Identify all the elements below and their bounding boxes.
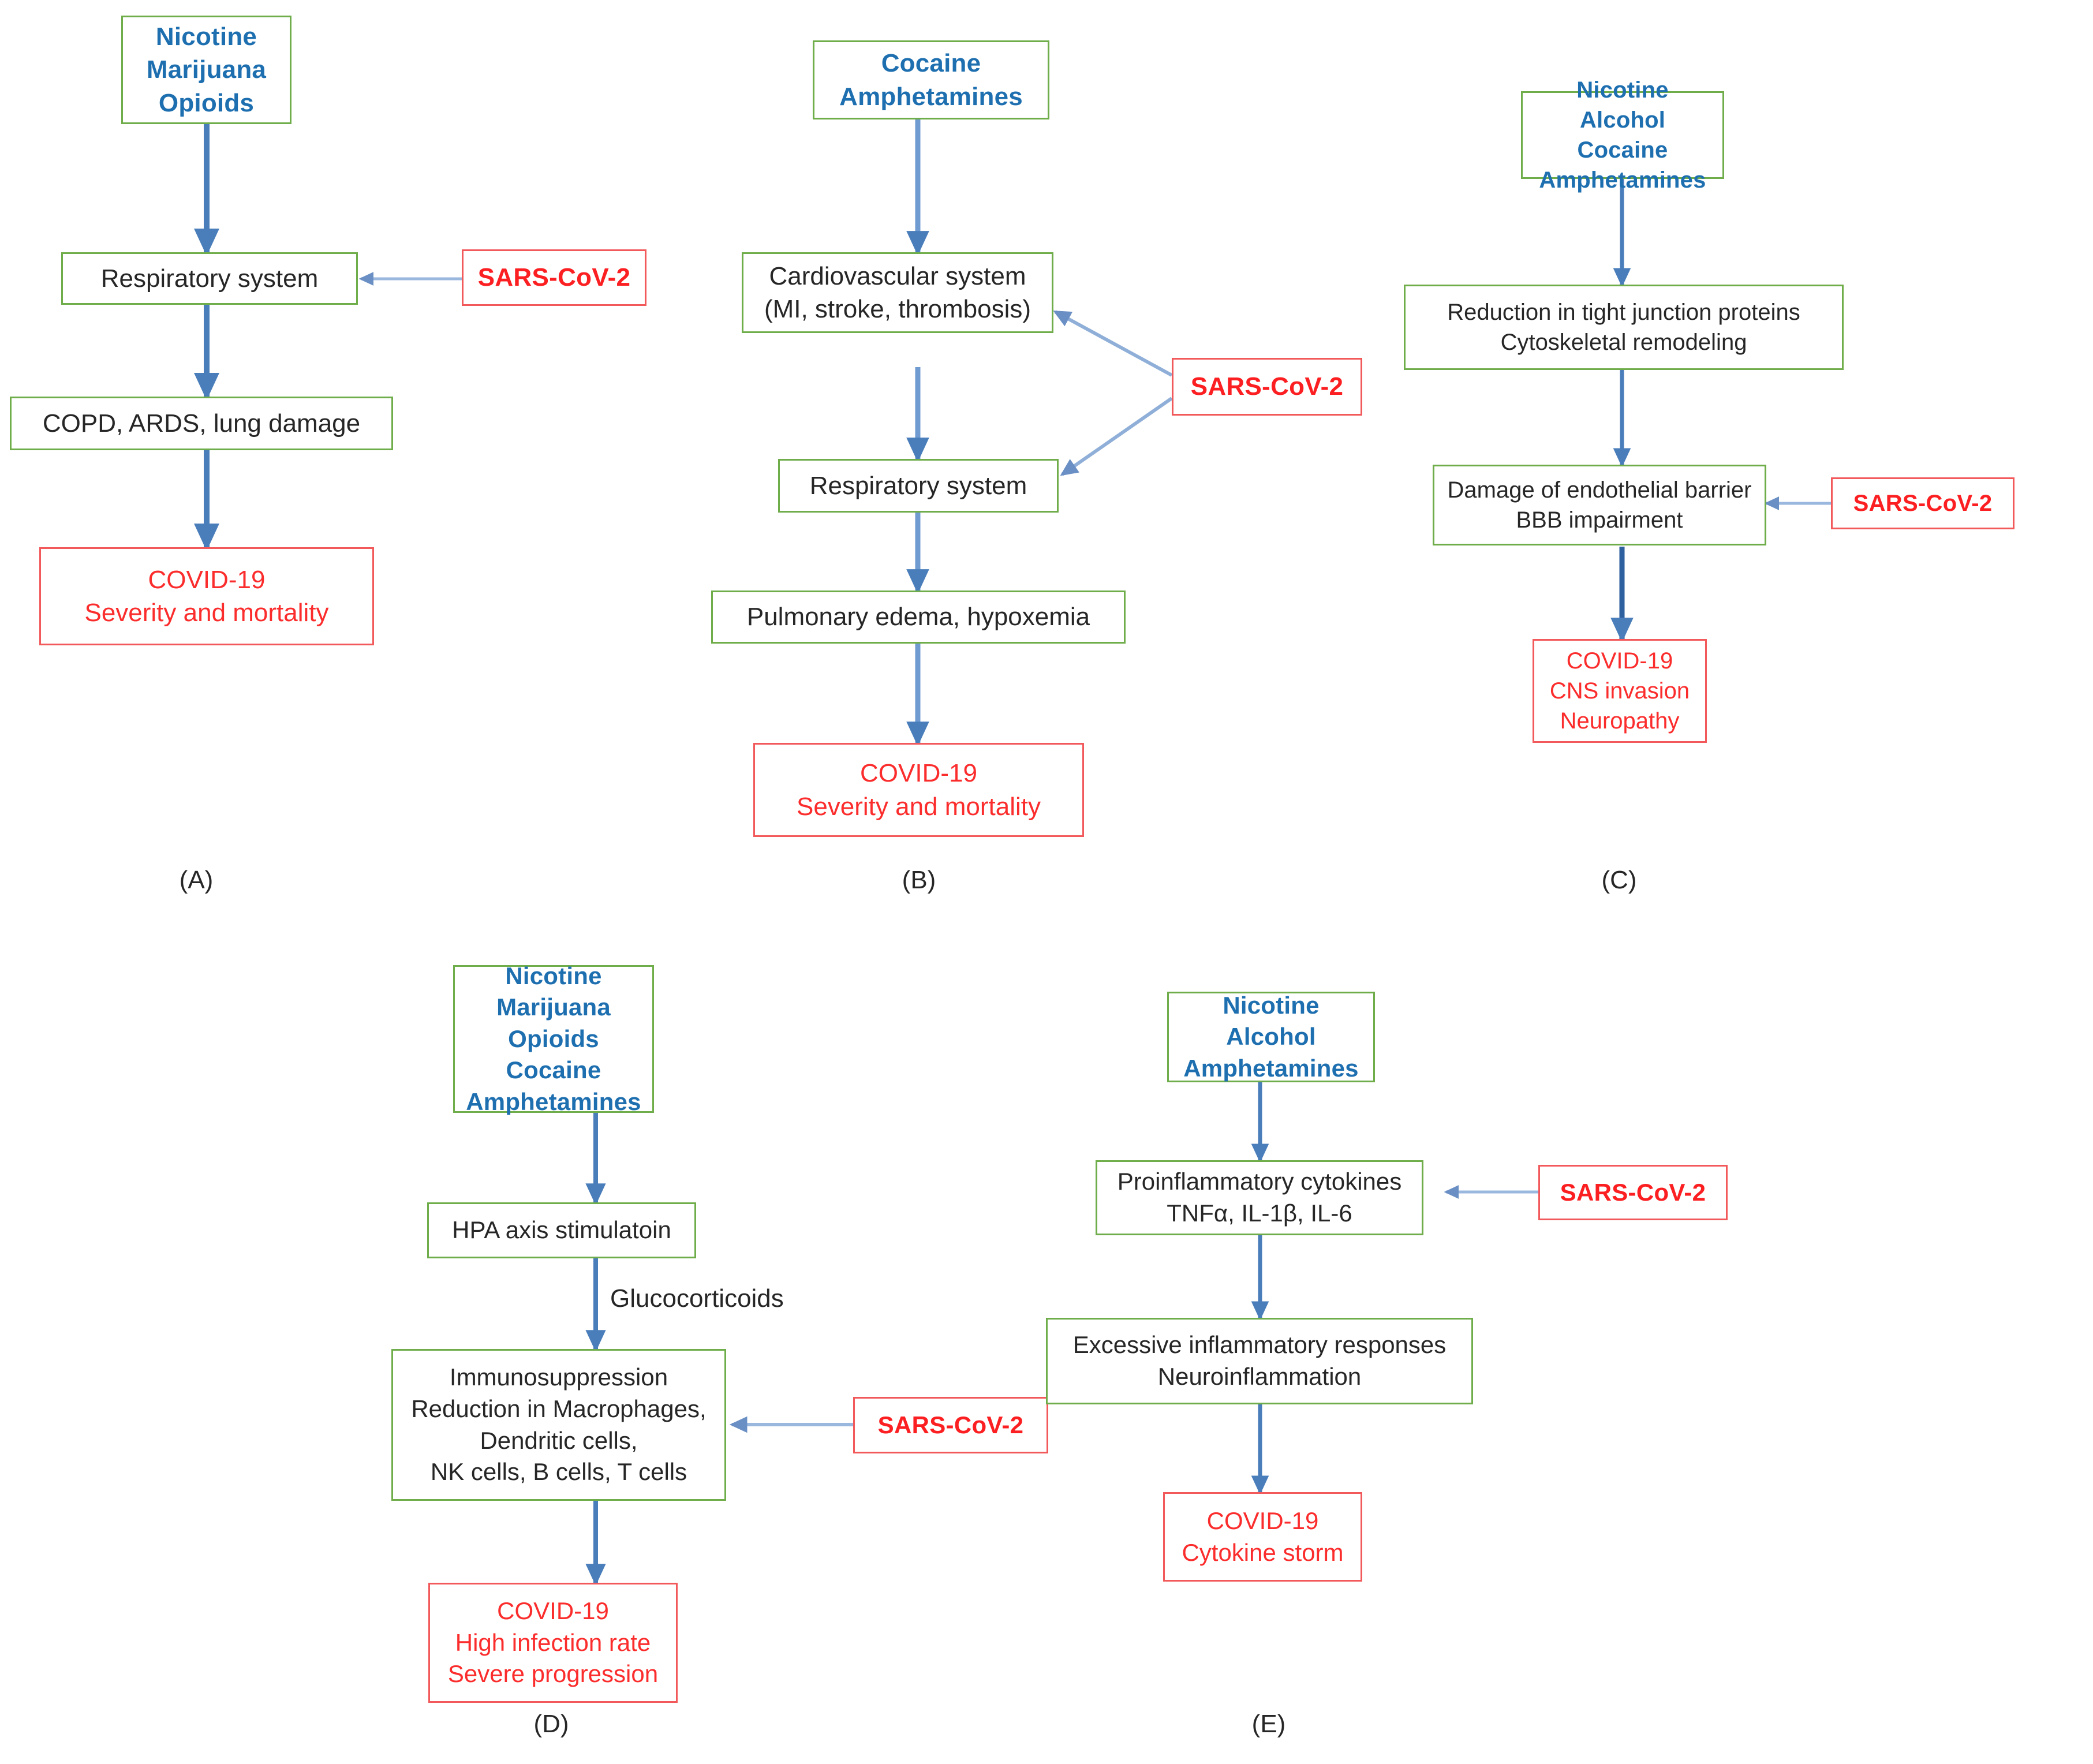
- panel-d-hpa-axis-box[interactable]: HPA axis stimulatoin: [427, 1202, 696, 1258]
- node-line: Neuroinflammation: [1157, 1363, 1362, 1390]
- panel-b-caption: (B): [902, 866, 936, 894]
- node-line: HPA axis stimulatoin: [452, 1216, 671, 1244]
- panel-b-virus-box[interactable]: SARS-CoV-2: [1172, 358, 1362, 416]
- panel-b-cardiovascular-box[interactable]: Cardiovascular system (MI, stroke, throm…: [742, 252, 1053, 333]
- node-line: SARS-CoV-2: [1560, 1178, 1706, 1206]
- panel-b-outcome-box[interactable]: COVID-19 Severity and mortality: [753, 743, 1084, 837]
- panel-e-virus-box[interactable]: SARS-CoV-2: [1538, 1165, 1728, 1220]
- node-line: Cytoskeletal remodeling: [1500, 330, 1747, 355]
- node-line: Excessive inflammatory responses: [1072, 1331, 1447, 1359]
- node-line: CNS invasion: [1549, 678, 1690, 704]
- node-line: COVID-19: [1206, 1507, 1319, 1534]
- arrow-b-virus-to-cardio: [1053, 310, 1173, 377]
- panel-c-virus-box[interactable]: SARS-CoV-2: [1831, 477, 2014, 529]
- panel-e-caption: (E): [1251, 1710, 1286, 1738]
- node-line: Severity and mortality: [796, 792, 1041, 821]
- node-line: Respiratory system: [100, 264, 319, 293]
- drug-line: Cocaine: [506, 1056, 601, 1084]
- panel-a-virus-box[interactable]: SARS-CoV-2: [462, 249, 646, 306]
- arrow-b-virus-to-respiratory: [1060, 397, 1173, 476]
- panel-d-glucocorticoids-label: Glucocorticoids: [610, 1284, 784, 1313]
- drug-line: Cocaine: [1577, 137, 1668, 163]
- panel-e-inflammation-box[interactable]: Excessive inflammatory responses Neuroin…: [1046, 1318, 1473, 1404]
- node-line: Cytokine storm: [1182, 1538, 1344, 1566]
- node-line: COPD, ARDS, lung damage: [42, 409, 361, 438]
- panel-d-caption: (D): [533, 1710, 569, 1738]
- panel-c-outcome-box[interactable]: COVID-19 CNS invasion Neuropathy: [1533, 639, 1707, 743]
- drug-line: Nicotine: [1576, 77, 1669, 103]
- node-line: Dendritic cells,: [480, 1426, 638, 1454]
- node-line: High infection rate: [455, 1628, 651, 1656]
- panel-a-respiratory-box[interactable]: Respiratory system: [61, 252, 358, 305]
- node-line: (MI, stroke, thrombosis): [764, 295, 1031, 323]
- node-line: Immunosuppression: [449, 1363, 668, 1391]
- panel-a-outcome-box[interactable]: COVID-19 Severity and mortality: [39, 547, 374, 645]
- node-line: COVID-19: [148, 565, 266, 594]
- node-line: Respiratory system: [809, 471, 1027, 500]
- drug-line: Amphetamines: [839, 82, 1023, 111]
- panel-a-drug-box[interactable]: Nicotine Marijuana Opioids: [121, 16, 291, 124]
- drug-line: Nicotine: [155, 23, 257, 51]
- panel-d-outcome-box[interactable]: COVID-19 High infection rate Severe prog…: [428, 1583, 678, 1703]
- panel-e-outcome-box[interactable]: COVID-19 Cytokine storm: [1163, 1492, 1362, 1582]
- drug-line: Marijuana: [496, 993, 611, 1021]
- node-line: COVID-19: [860, 759, 977, 788]
- node-line: Reduction in Macrophages,: [411, 1395, 707, 1422]
- panel-c-drug-box[interactable]: Nicotine Alcohol Cocaine Amphetamines: [1521, 77, 1724, 193]
- drug-line: Amphetamines: [466, 1087, 641, 1115]
- node-line: Pulmonary edema, hypoxemia: [746, 603, 1090, 631]
- node-line: SARS-CoV-2: [1190, 372, 1344, 401]
- panel-a-caption: (A): [179, 866, 214, 894]
- node-line: NK cells, B cells, T cells: [430, 1458, 687, 1486]
- panel-b-respiratory-box[interactable]: Respiratory system: [778, 459, 1059, 513]
- panel-c-tight-junction-box[interactable]: Reduction in tight junction proteins Cyt…: [1404, 285, 1844, 370]
- drug-line: Nicotine: [1223, 991, 1320, 1019]
- node-line: Severity and mortality: [84, 599, 329, 627]
- drug-line: Amphetamines: [1539, 167, 1706, 193]
- drug-line: Cocaine: [881, 49, 981, 78]
- panel-b-pathology-box[interactable]: Pulmonary edema, hypoxemia: [711, 591, 1126, 644]
- panel-d-virus-box[interactable]: SARS-CoV-2: [853, 1397, 1048, 1453]
- panel-a-pathology-box[interactable]: COPD, ARDS, lung damage: [10, 397, 393, 450]
- node-line: Cardiovascular system: [769, 261, 1026, 290]
- node-line: BBB impairment: [1516, 507, 1683, 533]
- drug-line: Alcohol: [1226, 1023, 1316, 1051]
- drug-line: Alcohol: [1579, 107, 1666, 133]
- panel-e-drug-box[interactable]: Nicotine Alcohol Amphetamines: [1167, 992, 1375, 1082]
- panel-d-drug-box[interactable]: Nicotine Marijuana Opioids Cocaine Amphe…: [453, 962, 654, 1115]
- node-line: Reduction in tight junction proteins: [1447, 300, 1800, 325]
- drug-line: Marijuana: [146, 55, 267, 84]
- drug-line: Opioids: [508, 1025, 599, 1052]
- node-line: TNFα, IL-1β, IL-6: [1167, 1199, 1352, 1227]
- panel-e-cytokines-box[interactable]: Proinflammatory cytokines TNFα, IL-1β, I…: [1096, 1160, 1423, 1235]
- panel-c-endothelial-damage-box[interactable]: Damage of endothelial barrier BBB impair…: [1433, 465, 1766, 545]
- panel-c-caption: (C): [1601, 866, 1637, 894]
- node-line: Damage of endothelial barrier: [1447, 477, 1752, 503]
- panel-b-drug-box[interactable]: Cocaine Amphetamines: [813, 40, 1049, 119]
- drug-line: Opioids: [158, 88, 255, 117]
- drug-line: Amphetamines: [1183, 1054, 1359, 1082]
- node-line: Proinflammatory cytokines: [1117, 1168, 1402, 1195]
- panel-d-immunosuppression-box[interactable]: Immunosuppression Reduction in Macrophag…: [391, 1349, 726, 1501]
- drug-line: Nicotine: [505, 962, 602, 989]
- node-line: SARS-CoV-2: [877, 1411, 1024, 1438]
- node-line: Severe progression: [447, 1660, 659, 1688]
- node-line: COVID-19: [1566, 648, 1673, 674]
- node-line: COVID-19: [497, 1597, 609, 1625]
- node-line: Neuropathy: [1560, 708, 1680, 734]
- node-line: SARS-CoV-2: [477, 263, 631, 292]
- node-line: SARS-CoV-2: [1853, 491, 1993, 516]
